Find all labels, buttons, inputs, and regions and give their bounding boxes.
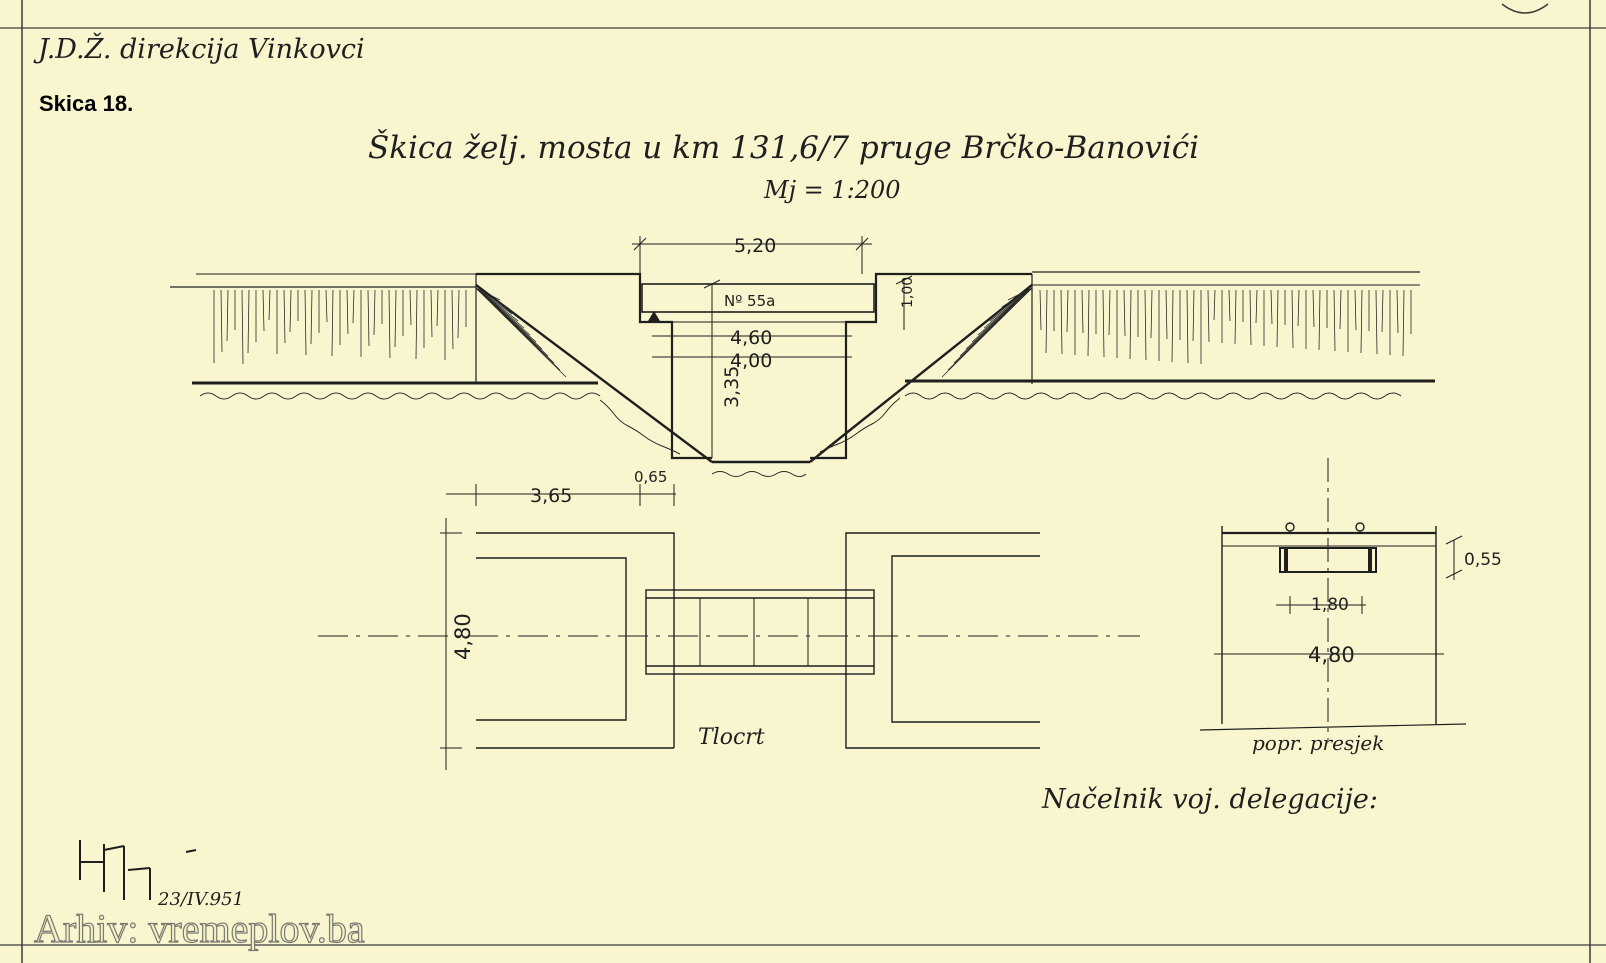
rail-right: [1355, 522, 1365, 532]
cross-section-label: popr. presjek: [1252, 731, 1384, 755]
institution-header: J.D.Ž. direkcija Vinkovci: [33, 32, 365, 65]
archive-watermark: Arhiv: vremeplov.ba: [34, 906, 365, 951]
signature-date: 23/IV.951: [157, 889, 244, 910]
rail-left: [1285, 522, 1295, 532]
handwritten-signature: [79, 840, 197, 900]
right-slope: [809, 284, 1033, 463]
signature-role: Načelnik voj. delegacije:: [1041, 784, 1378, 815]
plan-view-label: Tlocrt: [698, 725, 765, 750]
soil-hatching: [199, 392, 1402, 477]
section-width-dimension: 4,80: [1308, 643, 1355, 667]
rail-gauge-dimension: 1,80: [1311, 595, 1349, 615]
girder-beam: [641, 283, 875, 313]
height-dimension: 3,35: [721, 366, 743, 408]
plan-bridge-deck: [645, 589, 875, 675]
right-abutment-outline: [810, 272, 1032, 460]
abutment-length-dimension: 3,65: [530, 485, 572, 507]
section-height-dimension: 0,55: [1464, 550, 1502, 570]
plan-view: [318, 484, 1140, 770]
elevation-dimensions: [632, 236, 913, 458]
elevation-view: [170, 271, 1435, 464]
left-slope: [475, 284, 713, 463]
section-girders: [1279, 547, 1377, 573]
beam-label: Nº 55a: [724, 292, 775, 310]
plan-left-abutment-top: [476, 532, 675, 748]
sketch-number: Skica 18.: [39, 91, 133, 116]
opening-dimension-2: 4,00: [730, 350, 772, 372]
abutment-width-dimension: 0,65: [634, 468, 667, 486]
opening-dimension-1: 4,60: [730, 327, 772, 349]
beam-height-dimension: 1,00: [900, 277, 916, 308]
bearing-left: [647, 311, 661, 323]
plan-width-dimension: 4,80: [451, 613, 475, 660]
drawing-title: Škica želj. mosta u km 131,6/7 pruge Brč…: [368, 128, 1199, 166]
plan-right-abutment: [845, 532, 1040, 749]
left-abutment-outline: [476, 272, 712, 460]
cross-section-view: [1199, 458, 1467, 740]
drawing-scale: Mj = 1:200: [763, 176, 901, 204]
span-dimension: 5,20: [734, 235, 776, 257]
embankment-hatching: [213, 287, 1412, 378]
